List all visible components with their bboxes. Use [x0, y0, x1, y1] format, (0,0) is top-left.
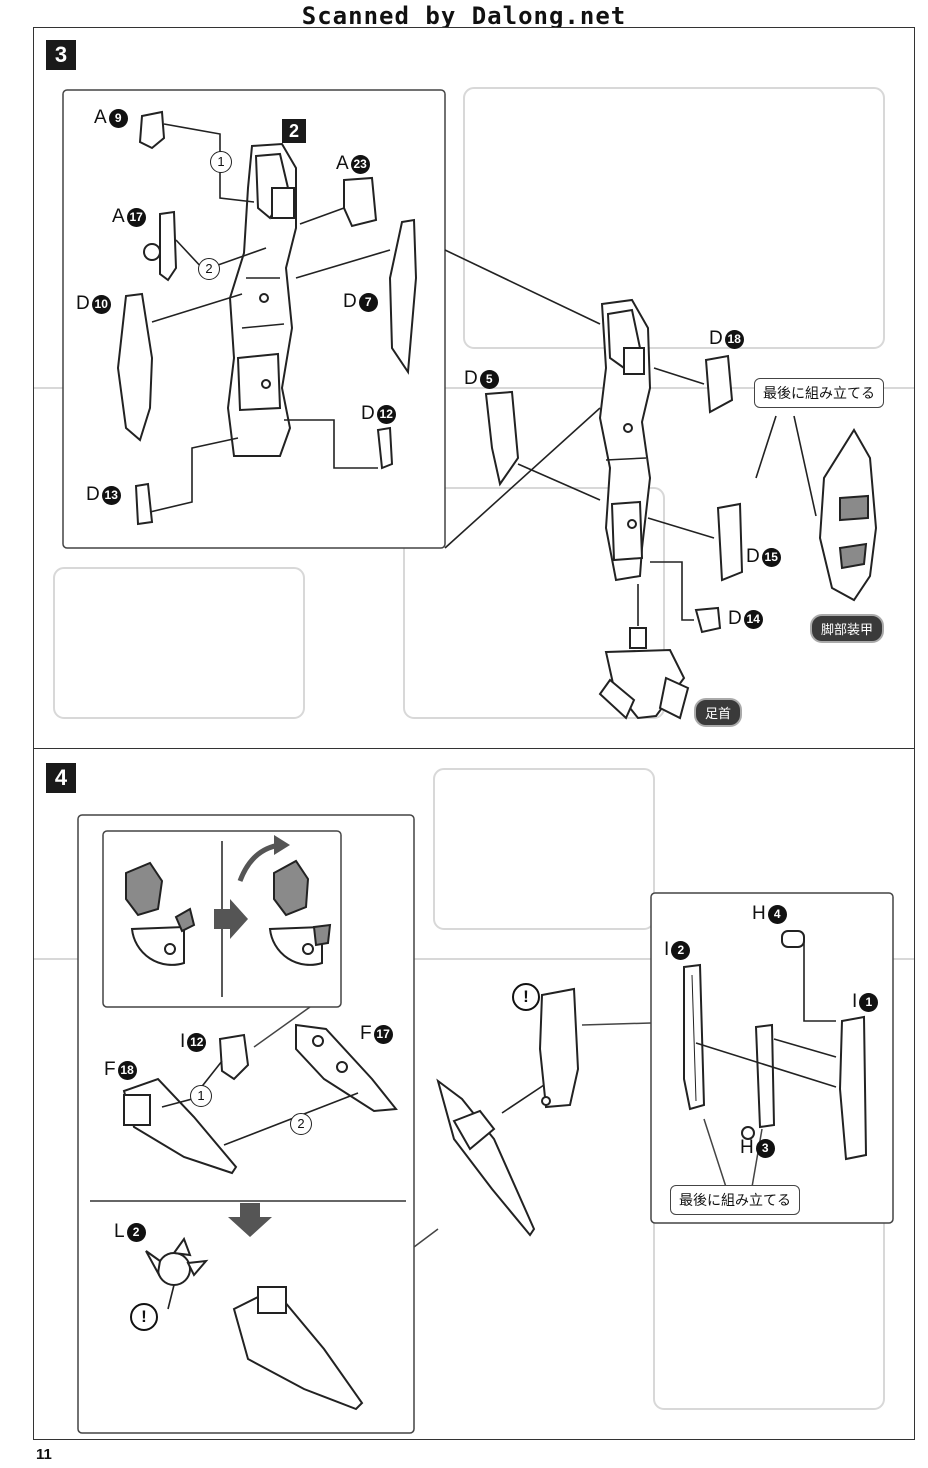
order-marker-1: 1 — [190, 1085, 212, 1107]
caution-icon: ! — [130, 1303, 158, 1331]
scan-watermark: Scanned by Dalong.net — [301, 2, 627, 30]
inset-step-number: 2 — [282, 119, 306, 143]
step-number: 4 — [46, 763, 76, 793]
ankle-label: 足首 — [694, 698, 743, 727]
order-marker-2: 2 — [198, 258, 220, 280]
leg-armor-label: 脚部装甲 — [810, 614, 885, 643]
step-3-panel: 3 — [33, 27, 915, 749]
page-number: 11 — [36, 1446, 52, 1463]
assemble-last-note: 最後に組み立てる — [670, 1185, 800, 1215]
step-4-panel: 4 — [33, 748, 915, 1440]
step-4-drawing — [34, 768, 914, 1434]
order-marker-1: 1 — [210, 151, 232, 173]
caution-icon-2: ! — [512, 983, 540, 1011]
order-marker-2: 2 — [290, 1113, 312, 1135]
step-number: 3 — [46, 40, 76, 70]
step-3-drawing — [34, 87, 914, 720]
assemble-last-note: 最後に組み立てる — [754, 378, 884, 408]
